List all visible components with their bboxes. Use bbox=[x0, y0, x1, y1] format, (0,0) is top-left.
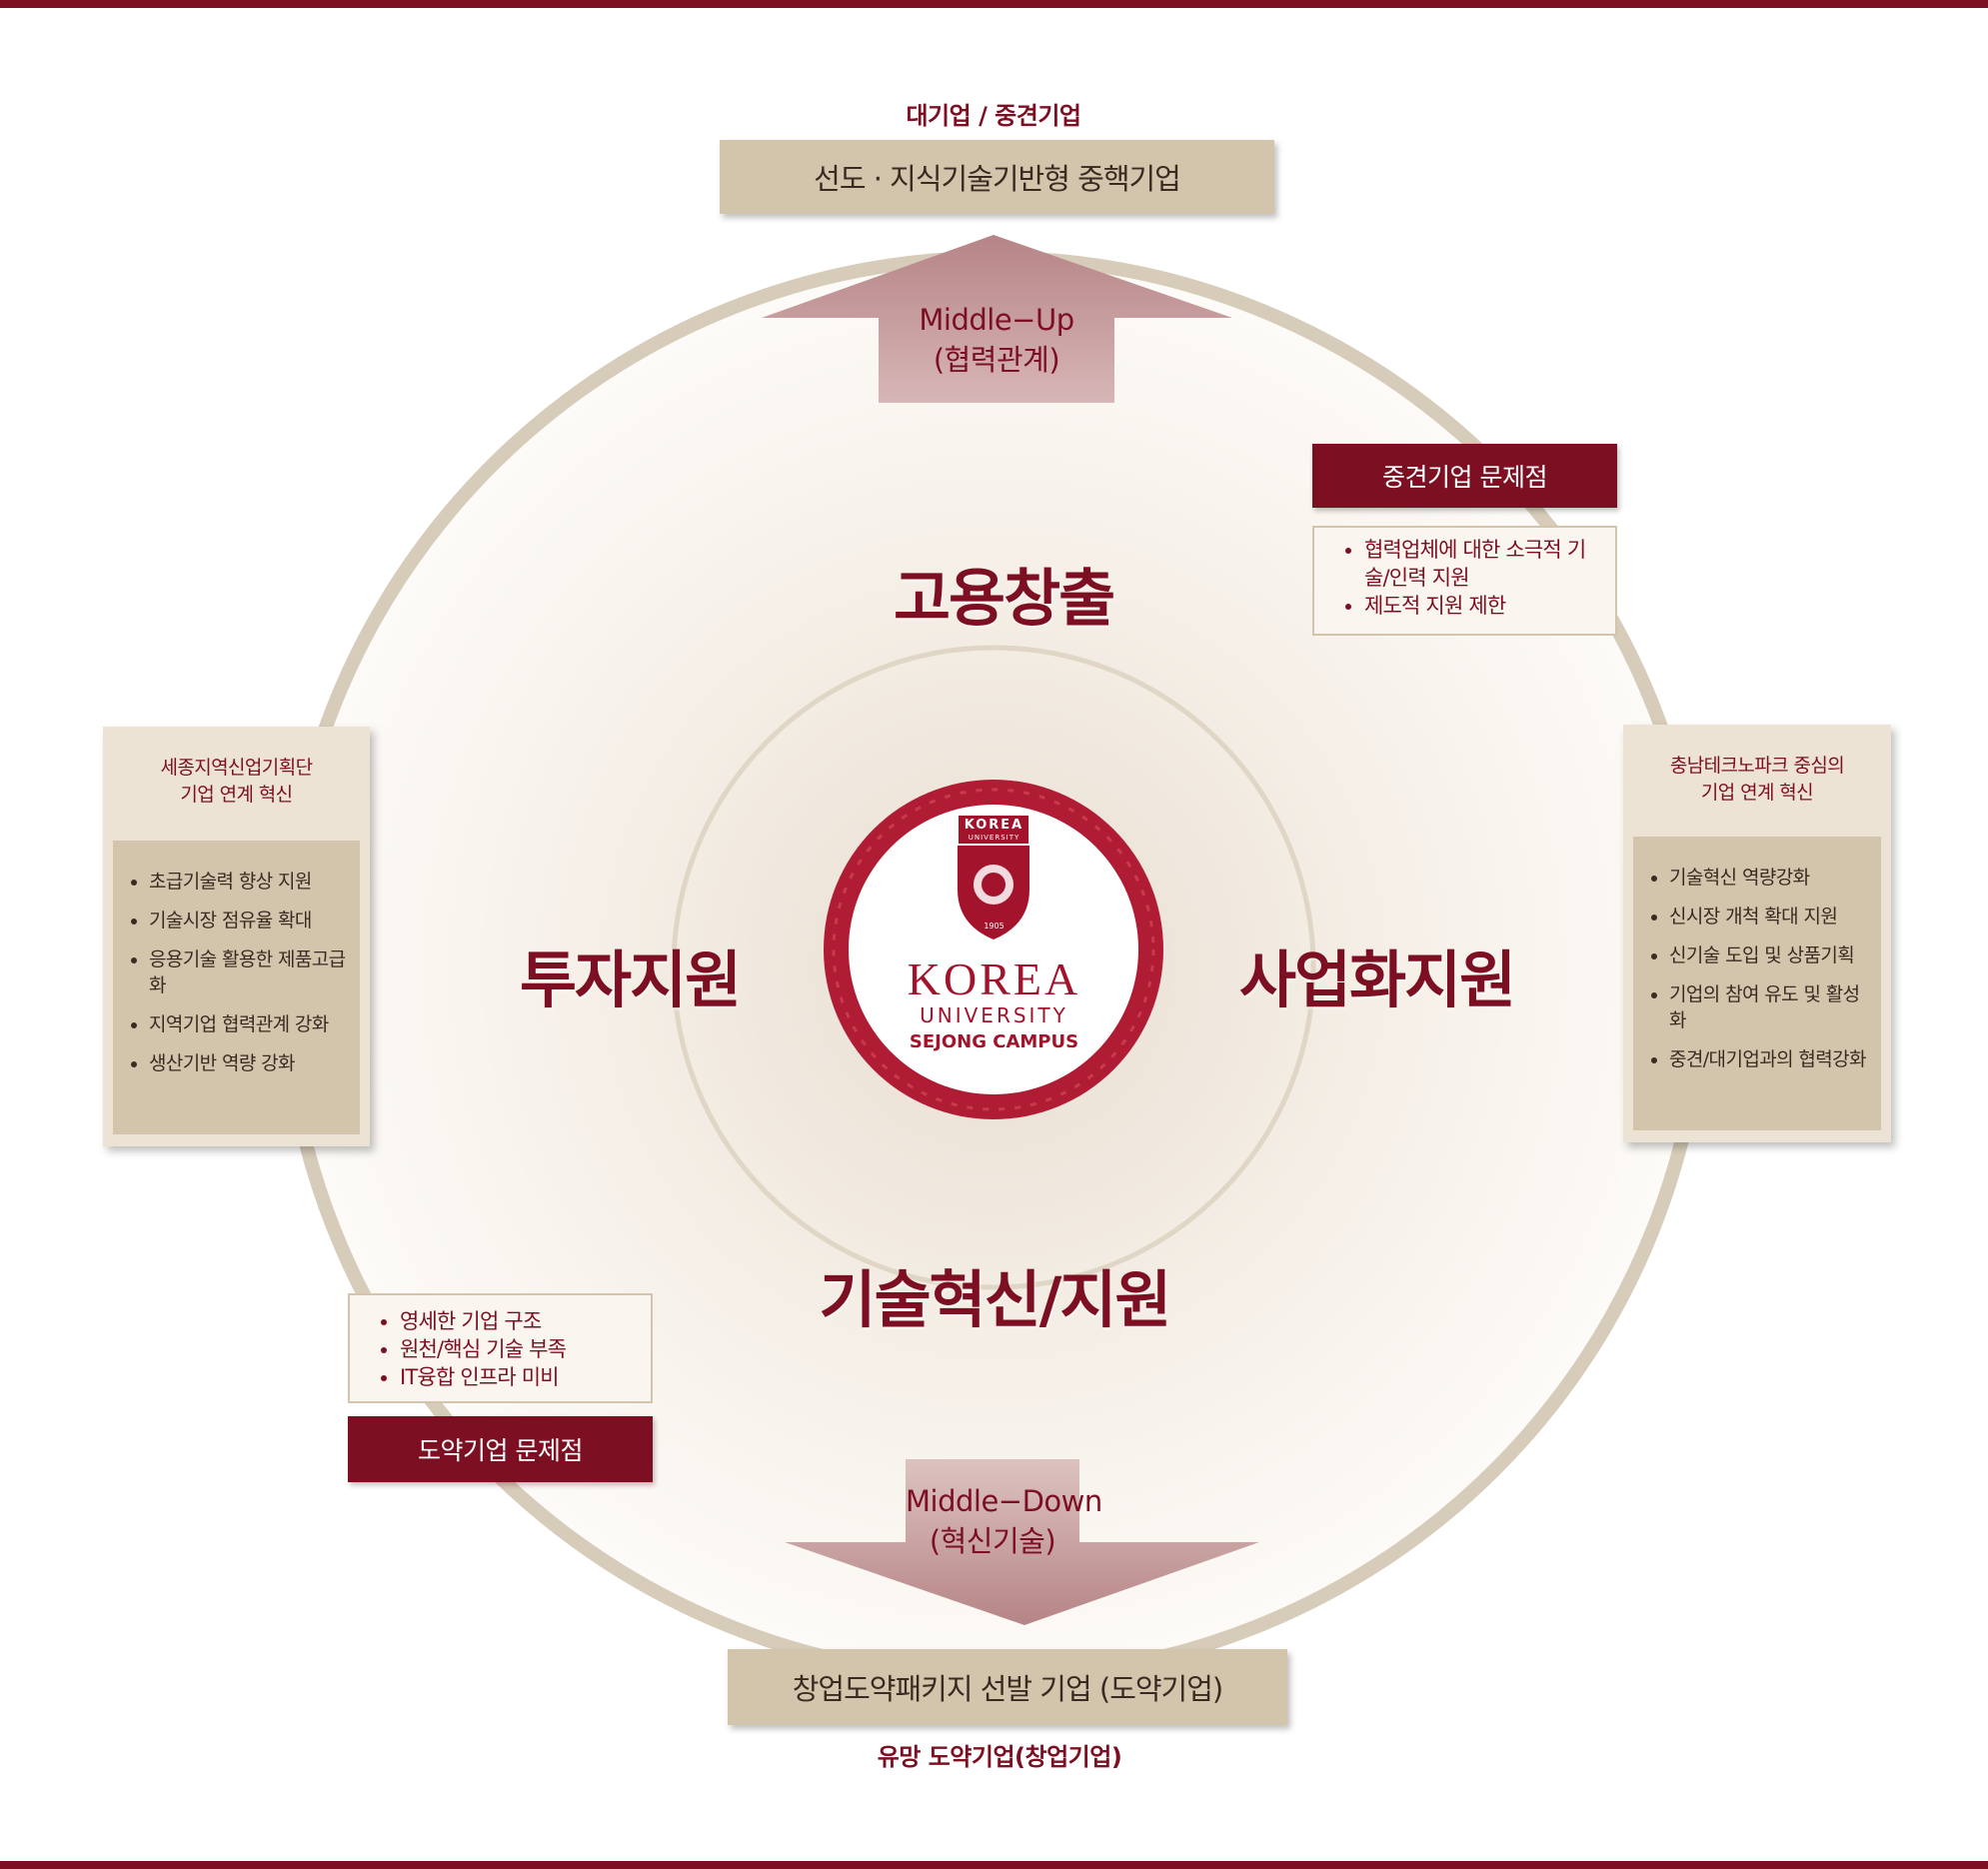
logo-inner-disc bbox=[849, 805, 1138, 1094]
right-card-item: 신기술 도입 및 상품기획 bbox=[1669, 942, 1871, 968]
left-card-item: 기술시장 점유율 확대 bbox=[149, 908, 350, 934]
shield-banner bbox=[957, 814, 1030, 846]
middle-down-line2: (혁신기술) bbox=[929, 1524, 1056, 1558]
mid-problem-item: 제도적 지원 제한 bbox=[1364, 592, 1605, 620]
bottom-enterprise-box: 창업도약패키지 선발 기업 (도약기업) bbox=[728, 1649, 1287, 1725]
middle-down-line1: Middle−Down bbox=[906, 1484, 1102, 1518]
mid-problem-item: 협력업체에 대한 소극적 기술/인력 지원 bbox=[1364, 536, 1605, 592]
right-card-title-1: 충남테크노파크 중심의 bbox=[1669, 755, 1845, 777]
top-border bbox=[0, 0, 1988, 8]
left-card-item: 생산기반 역량 강화 bbox=[149, 1050, 350, 1076]
startup-problem-item: 원천/핵심 기술 부족 bbox=[400, 1335, 641, 1363]
cycle-right-word: 사업화지원 bbox=[1239, 943, 1516, 1016]
left-card-title-1: 세종지역신업기획단 bbox=[160, 757, 314, 779]
shield-sub-text: UNIVERSITY bbox=[968, 834, 1020, 842]
right-card-title-2: 기업 연계 혁신 bbox=[1700, 782, 1814, 804]
right-card-item: 신시장 개척 확대 지원 bbox=[1669, 904, 1871, 930]
inner-ring bbox=[671, 645, 1316, 1290]
left-card-item: 응용기술 활용한 제품고급화 bbox=[149, 946, 350, 998]
right-card: 충남테크노파크 중심의 기업 연계 혁신 기술혁신 역량강화 신시장 개척 확대… bbox=[1623, 725, 1891, 1142]
shield-top-text: KOREA bbox=[964, 818, 1024, 833]
right-card-list: 기술혁신 역량강화 신시장 개척 확대 지원 신기술 도입 및 상품기획 기업의… bbox=[1633, 837, 1881, 1130]
shield-year: 1905 bbox=[984, 922, 1004, 931]
tiger-face-icon bbox=[982, 873, 1005, 897]
startup-problems-title: 도약기업 문제점 bbox=[348, 1416, 653, 1482]
mid-problems-list: 협력업체에 대한 소극적 기술/인력 지원 제도적 지원 제한 bbox=[1312, 526, 1617, 636]
top-enterprise-box: 선도 · 지식기술기반형 중핵기업 bbox=[720, 140, 1274, 214]
left-card-title-2: 기업 연계 혁신 bbox=[180, 784, 293, 806]
middle-up-line2: (협력관계) bbox=[933, 343, 1060, 377]
cycle-bottom-word: 기술혁신/지원 bbox=[819, 1263, 1172, 1336]
startup-problem-item: IT융합 인프라 미비 bbox=[400, 1363, 641, 1391]
right-card-item: 중견/대기업과의 협력강화 bbox=[1669, 1046, 1871, 1072]
left-card-item: 지역기업 협력관계 강화 bbox=[149, 1011, 350, 1037]
middle-up-label: Middle−Up (협력관계) bbox=[879, 300, 1114, 380]
left-card: 세종지역신업기획단 기업 연계 혁신 초급기술력 향상 지원 기술시장 점유율 … bbox=[103, 727, 370, 1146]
cycle-top-word: 고용창출 bbox=[894, 562, 1115, 635]
startup-problems-list: 영세한 기업 구조 원천/핵심 기술 부족 IT융합 인프라 미비 bbox=[348, 1293, 653, 1403]
cycle-left-word: 투자지원 bbox=[520, 943, 742, 1016]
middle-up-line1: Middle−Up bbox=[919, 303, 1074, 337]
right-card-item: 기술혁신 역량강화 bbox=[1669, 865, 1871, 891]
bottom-label: 유망 도약기업(창업기업) bbox=[877, 1743, 1122, 1771]
middle-down-arrow bbox=[785, 1459, 1259, 1625]
middle-down-label: Middle−Down (혁신기술) bbox=[906, 1481, 1102, 1561]
middle-up-arrow bbox=[762, 235, 1232, 403]
top-label: 대기업 / 중견기업 bbox=[906, 102, 1081, 130]
right-card-item: 기업의 참여 유도 및 활성화 bbox=[1669, 981, 1871, 1033]
logo-sub: UNIVERSITY bbox=[920, 1003, 1068, 1027]
logo-name: KOREA bbox=[907, 953, 1081, 1004]
logo-pattern-ring bbox=[832, 788, 1155, 1111]
left-card-item: 초급기술력 향상 지원 bbox=[149, 869, 350, 895]
bottom-border bbox=[0, 1861, 1988, 1869]
startup-problem-item: 영세한 기업 구조 bbox=[400, 1307, 641, 1335]
mid-problems-title: 중견기업 문제점 bbox=[1312, 444, 1617, 508]
left-card-list: 초급기술력 향상 지원 기술시장 점유율 확대 응용기술 활용한 제품고급화 지… bbox=[113, 841, 360, 1134]
logo-campus: SEJONG CAMPUS bbox=[909, 1031, 1079, 1052]
